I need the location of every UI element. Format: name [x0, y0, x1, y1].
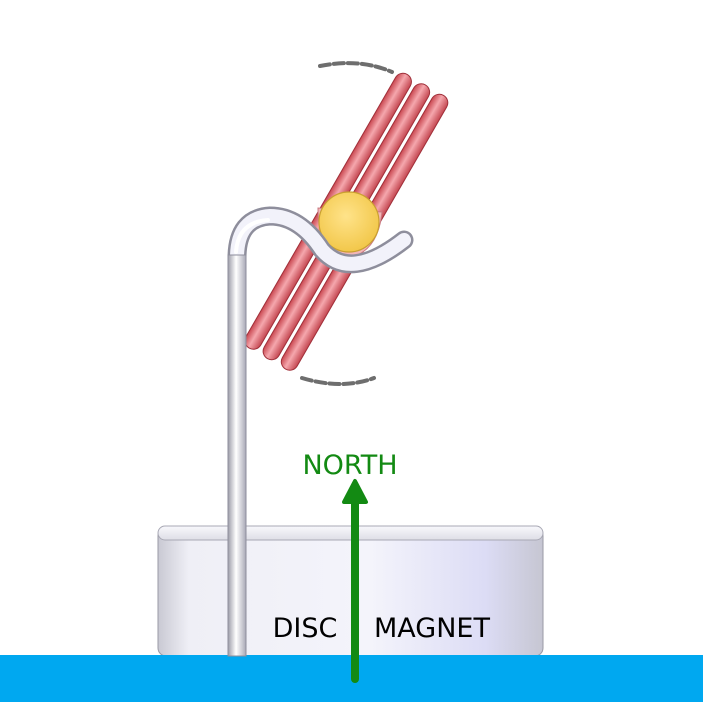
pivot-ball: [318, 191, 380, 253]
north-label: NORTH: [302, 450, 397, 481]
disc-label: DISC: [273, 613, 338, 644]
rotation-arcs: [300, 61, 394, 386]
north-arrow: [342, 479, 368, 683]
rotation-arc-top: [318, 61, 394, 74]
stand-wire: [227, 206, 414, 657]
disc-magnet-top-face: [157, 525, 544, 541]
magnet-label: MAGNET: [374, 613, 490, 644]
rotation-arc-bottom: [300, 376, 376, 386]
stand-post: [227, 254, 247, 657]
disc-magnet: [157, 525, 544, 657]
